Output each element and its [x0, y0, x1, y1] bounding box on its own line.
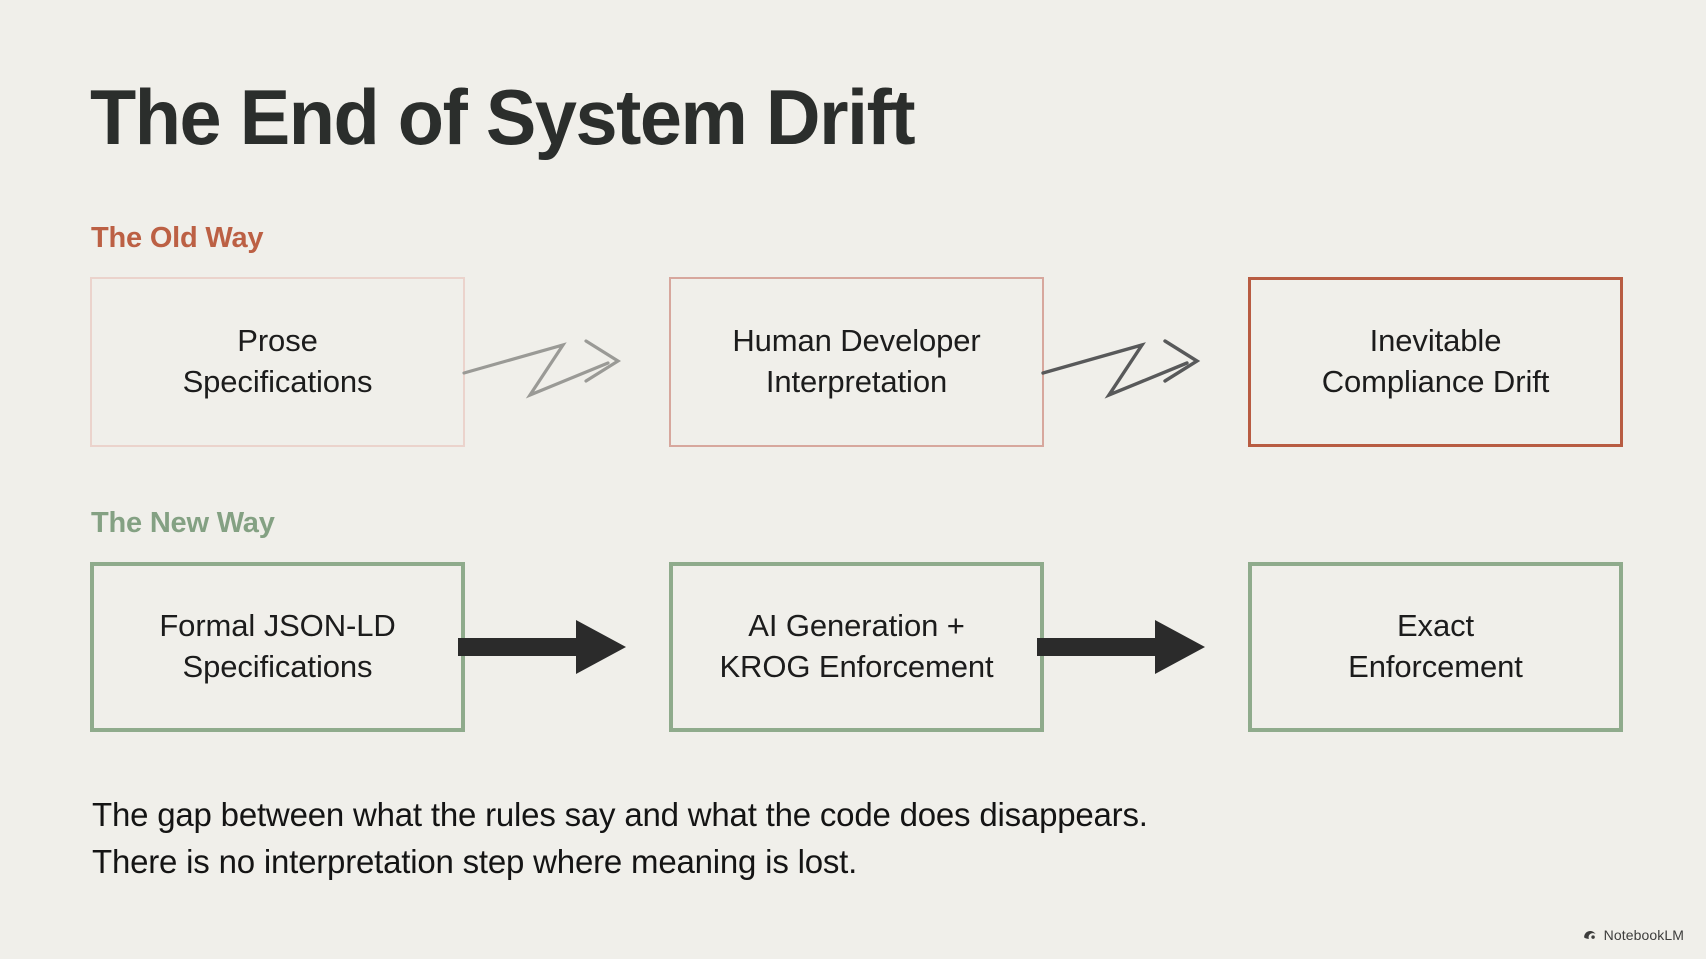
old-step-2-line2: Interpretation	[765, 364, 948, 399]
new-step-3-line1: Exact	[1396, 608, 1475, 644]
old-step-2-text: Human Developer Interpretation	[732, 321, 980, 403]
arrow-right-solid-icon	[1037, 620, 1205, 674]
caption-line-1: The gap between what the rules say and w…	[92, 796, 1148, 833]
old-step-3-text: Inevitable Compliance Drift	[1322, 321, 1550, 403]
old-step-3-box: Inevitable Compliance Drift	[1248, 277, 1623, 447]
section-label-new-way: The New Way	[91, 507, 275, 539]
new-step-2-line1: AI Generation +	[748, 608, 965, 644]
old-step-1-box: Prose Specifications	[90, 277, 465, 447]
old-step-2-box: Human Developer Interpretation	[669, 277, 1044, 447]
notebooklm-label: NotebookLM	[1603, 927, 1684, 943]
old-connector-2-zigzag-arrow	[1041, 339, 1201, 399]
section-label-old-way: The Old Way	[91, 222, 264, 254]
old-step-1-line1: Prose	[237, 323, 318, 359]
caption: The gap between what the rules say and w…	[92, 792, 1148, 886]
new-step-3-box: Exact Enforcement	[1248, 562, 1623, 732]
old-step-1-text: Prose Specifications	[183, 321, 373, 403]
new-step-3-text: Exact Enforcement	[1348, 606, 1523, 688]
old-way-flow-row: Prose Specifications Human Developer Int…	[0, 277, 1706, 447]
old-step-3-line2: Compliance Drift	[1321, 364, 1550, 399]
zigzag-path-icon	[1041, 342, 1189, 399]
new-step-2-text: AI Generation + KROG Enforcement	[719, 606, 993, 688]
arrowhead-open-icon	[584, 339, 622, 383]
old-step-2-line1: Human Developer	[732, 323, 981, 359]
new-connector-2-solid-arrow	[1037, 620, 1205, 674]
caption-line-2: There is no interpretation step where me…	[92, 842, 858, 880]
page-title: The End of System Drift	[90, 73, 916, 161]
notebooklm-watermark: NotebookLM	[1582, 927, 1684, 943]
notebooklm-dot-path	[1590, 935, 1595, 939]
new-step-2-line2: KROG Enforcement	[719, 649, 994, 684]
old-step-1-line2: Specifications	[182, 364, 373, 399]
new-step-1-text: Formal JSON-LD Specifications	[159, 606, 395, 688]
arrow-right-solid-icon	[458, 620, 626, 674]
zigzag-path-icon	[462, 342, 610, 399]
new-connector-1-solid-arrow	[458, 620, 626, 674]
notebooklm-logo-icon	[1583, 931, 1596, 939]
new-way-flow-row: Formal JSON-LD Specifications AI Generat…	[0, 562, 1706, 732]
old-step-3-line1: Inevitable	[1369, 323, 1502, 359]
new-step-1-line1: Formal JSON-LD	[159, 608, 396, 644]
old-connector-1-zigzag-arrow	[462, 339, 622, 399]
new-step-2-box: AI Generation + KROG Enforcement	[669, 562, 1044, 732]
new-step-1-line2: Specifications	[182, 649, 373, 684]
new-step-1-box: Formal JSON-LD Specifications	[90, 562, 465, 732]
arrowhead-open-icon	[1163, 339, 1201, 383]
new-step-3-line2: Enforcement	[1348, 649, 1523, 684]
notebooklm-mark-path	[1583, 931, 1596, 939]
